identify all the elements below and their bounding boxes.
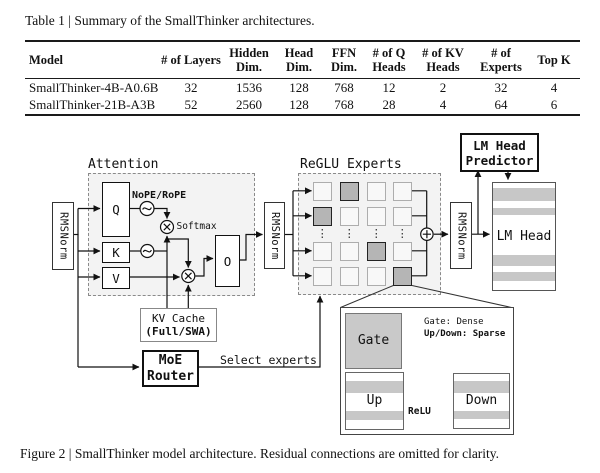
cell: 768 xyxy=(334,96,354,112)
cell: 12 xyxy=(382,79,396,95)
up-box: Up xyxy=(345,372,404,430)
updown-sparse-note: Up/Down: Sparse xyxy=(424,329,506,339)
expert-cell xyxy=(367,182,386,201)
ellipsis: ⋮ xyxy=(316,227,328,240)
expert-cell-selected xyxy=(313,207,332,226)
expert-cell-selected xyxy=(367,242,386,261)
lm-head-box: LM Head xyxy=(492,182,556,291)
attention-label: Attention xyxy=(88,157,159,172)
col-layers: # of Layers xyxy=(160,41,222,79)
ellipsis: ⋮ xyxy=(343,227,355,240)
expert-cell xyxy=(313,242,332,261)
col-hidden-dim: Hidden Dim. xyxy=(222,41,276,79)
col-ffn-dim: FFN Dim. xyxy=(322,41,366,79)
expert-cell-selected xyxy=(340,182,359,201)
expert-cell xyxy=(313,182,332,201)
gate-box: Gate xyxy=(345,313,402,369)
rmsnorm-2: RMSNorm xyxy=(264,202,285,269)
cell: 128 xyxy=(289,79,309,95)
expert-cell xyxy=(367,267,386,286)
cell: 52 xyxy=(184,96,198,112)
q-proj-box: Q xyxy=(102,182,130,237)
cell: 32 xyxy=(184,79,198,95)
expert-cell xyxy=(393,207,412,226)
add-icon xyxy=(420,227,434,241)
rmsnorm-1: RMSNorm xyxy=(52,202,74,270)
expert-cell xyxy=(340,242,359,261)
moe-router-box: MoE Router xyxy=(142,350,199,387)
table-header-row: Model # of Layers Hidden Dim. Head Dim. … xyxy=(25,41,580,79)
lm-head-predictor-box: LM Head Predictor xyxy=(460,133,539,172)
figure-caption: Figure 2 | SmallThinker model architectu… xyxy=(20,446,500,461)
o-proj-box: O xyxy=(215,235,240,287)
expert-cell xyxy=(393,242,412,261)
relu-label: ReLU xyxy=(408,406,431,417)
col-q-heads: # of Q Heads xyxy=(366,41,412,79)
k-proj-box: K xyxy=(102,242,130,263)
multiply-icon xyxy=(181,268,196,284)
cell: 2560 xyxy=(236,96,262,112)
rotary-embed-icon xyxy=(139,200,155,217)
cell: 28 xyxy=(382,96,396,112)
v-proj-box: V xyxy=(102,267,130,289)
table-row: SmallThinker-4B-A0.6B 32 1536 128 768 12… xyxy=(25,79,580,97)
multiply-icon xyxy=(159,219,175,235)
expert-cell xyxy=(340,267,359,286)
table-row: SmallThinker-21B-A3B 52 2560 128 768 28 … xyxy=(25,96,580,114)
expert-cell xyxy=(367,207,386,226)
rmsnorm-3: RMSNorm xyxy=(450,202,472,269)
col-experts: # of Experts xyxy=(474,41,528,79)
cell: 4 xyxy=(550,79,558,95)
cell: SmallThinker-4B-A0.6B xyxy=(29,79,159,95)
cell: 128 xyxy=(289,96,309,112)
cell: 1536 xyxy=(236,79,262,95)
ellipsis: ⋮ xyxy=(396,227,408,240)
expert-cell-selected xyxy=(393,267,412,286)
ellipsis: ⋮ xyxy=(370,227,382,240)
softmax-label: Softmax xyxy=(176,221,217,232)
rotary-embed-icon xyxy=(140,243,155,259)
cell: 64 xyxy=(494,96,508,112)
expert-cell xyxy=(340,207,359,226)
select-experts-label: Select experts xyxy=(220,353,317,367)
cell: SmallThinker-21B-A3B xyxy=(29,96,156,112)
expert-cell xyxy=(313,267,332,286)
expert-cell xyxy=(393,182,412,201)
gate-dense-note: Gate: Dense xyxy=(424,317,484,327)
kv-cache-box: KV Cache (Full/SWA) xyxy=(140,308,217,342)
reglu-experts-label: ReGLU Experts xyxy=(300,157,402,172)
cell: 6 xyxy=(550,96,558,112)
col-kv-heads: # of KV Heads xyxy=(412,41,474,79)
cell: 2 xyxy=(439,79,447,95)
cell: 768 xyxy=(334,79,354,95)
architecture-table: Model # of Layers Hidden Dim. Head Dim. … xyxy=(25,40,580,116)
col-top-k: Top K xyxy=(528,41,580,79)
col-model: Model xyxy=(25,41,160,79)
nope-rope-label: NoPE/RoPE xyxy=(132,190,187,201)
col-head-dim: Head Dim. xyxy=(276,41,322,79)
cell: 4 xyxy=(439,96,447,112)
cell: 32 xyxy=(494,79,508,95)
table-title: Table 1 | Summary of the SmallThinker ar… xyxy=(25,13,315,28)
down-box: Down xyxy=(453,373,510,429)
